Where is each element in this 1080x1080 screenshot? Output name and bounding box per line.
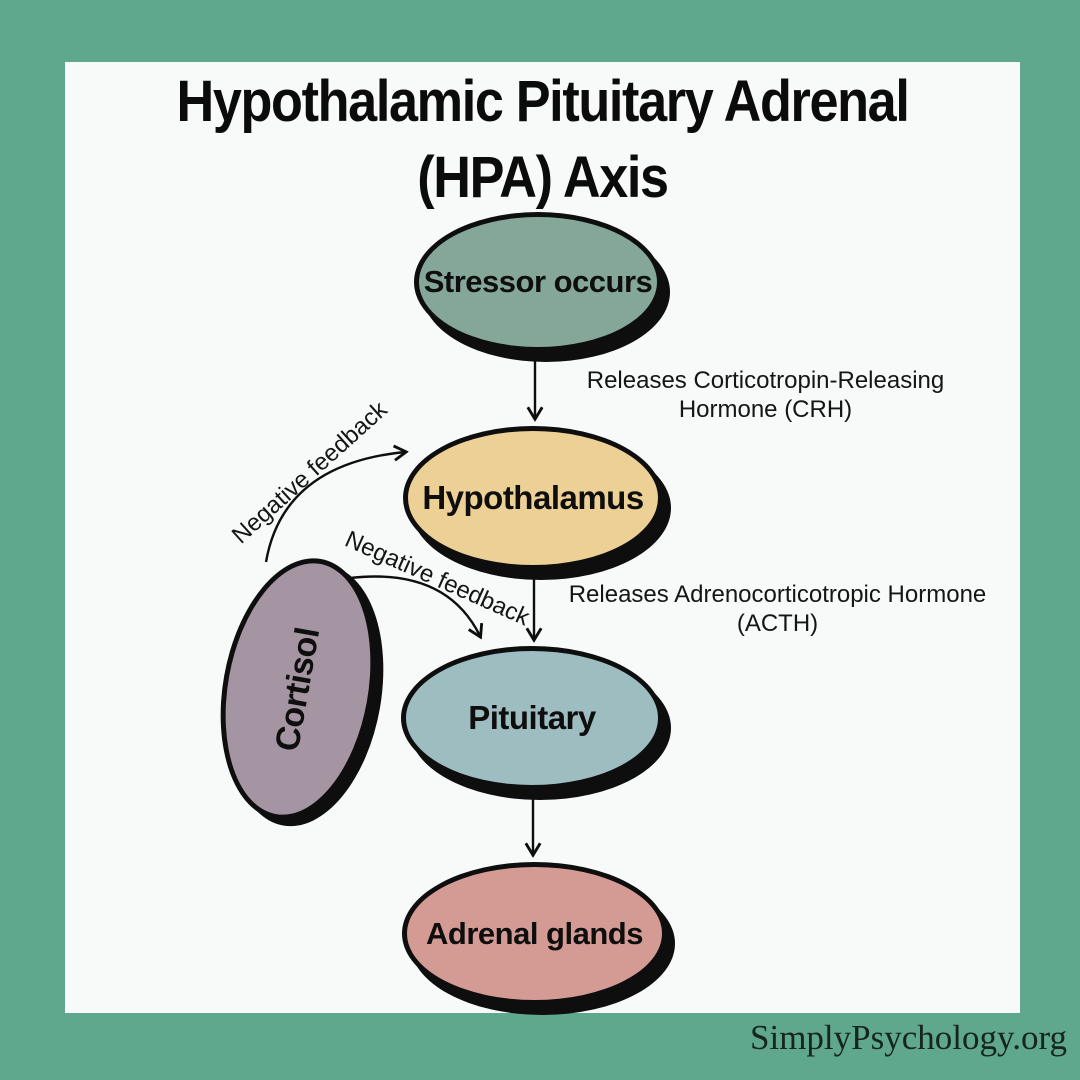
acth-release-label: Releases Adrenocorticotropic Hormone (AC…: [565, 580, 990, 638]
node-pituitary: Pituitary: [401, 646, 663, 790]
crh-release-label-line1: Releases Corticotropin-Releasing: [586, 367, 945, 394]
node-adrenal-glands: Adrenal glands: [402, 862, 667, 1005]
node-pituitary-label: Pituitary: [468, 699, 596, 736]
node-stressor-occurs-label: Stressor occurs: [423, 264, 653, 299]
node-adrenal-glands-label: Adrenal glands: [426, 915, 643, 951]
crh-release-label-line2: Hormone (CRH): [678, 396, 853, 423]
acth-release-label-line1: Releases Adrenocorticotropic Hormone: [568, 581, 987, 608]
page-title-line1: Hypothalamic Pituitary Adrenal: [176, 69, 909, 134]
brand-watermark: SimplyPsychology.org: [750, 1018, 1067, 1057]
crh-release-label: Releases Corticotropin-Releasing Hormone…: [553, 366, 978, 424]
node-cortisol-label: Cortisol: [267, 624, 328, 754]
acth-release-label-line2: (ACTH): [736, 610, 819, 637]
node-stressor-occurs: Stressor occurs: [414, 212, 662, 352]
node-hypothalamus: Hypothalamus: [403, 426, 663, 570]
node-hypothalamus-label: Hypothalamus: [422, 479, 644, 516]
page-title: Hypothalamic Pituitary Adrenal (HPA) Axi…: [113, 64, 973, 216]
page-title-line2: (HPA) Axis: [417, 145, 669, 210]
